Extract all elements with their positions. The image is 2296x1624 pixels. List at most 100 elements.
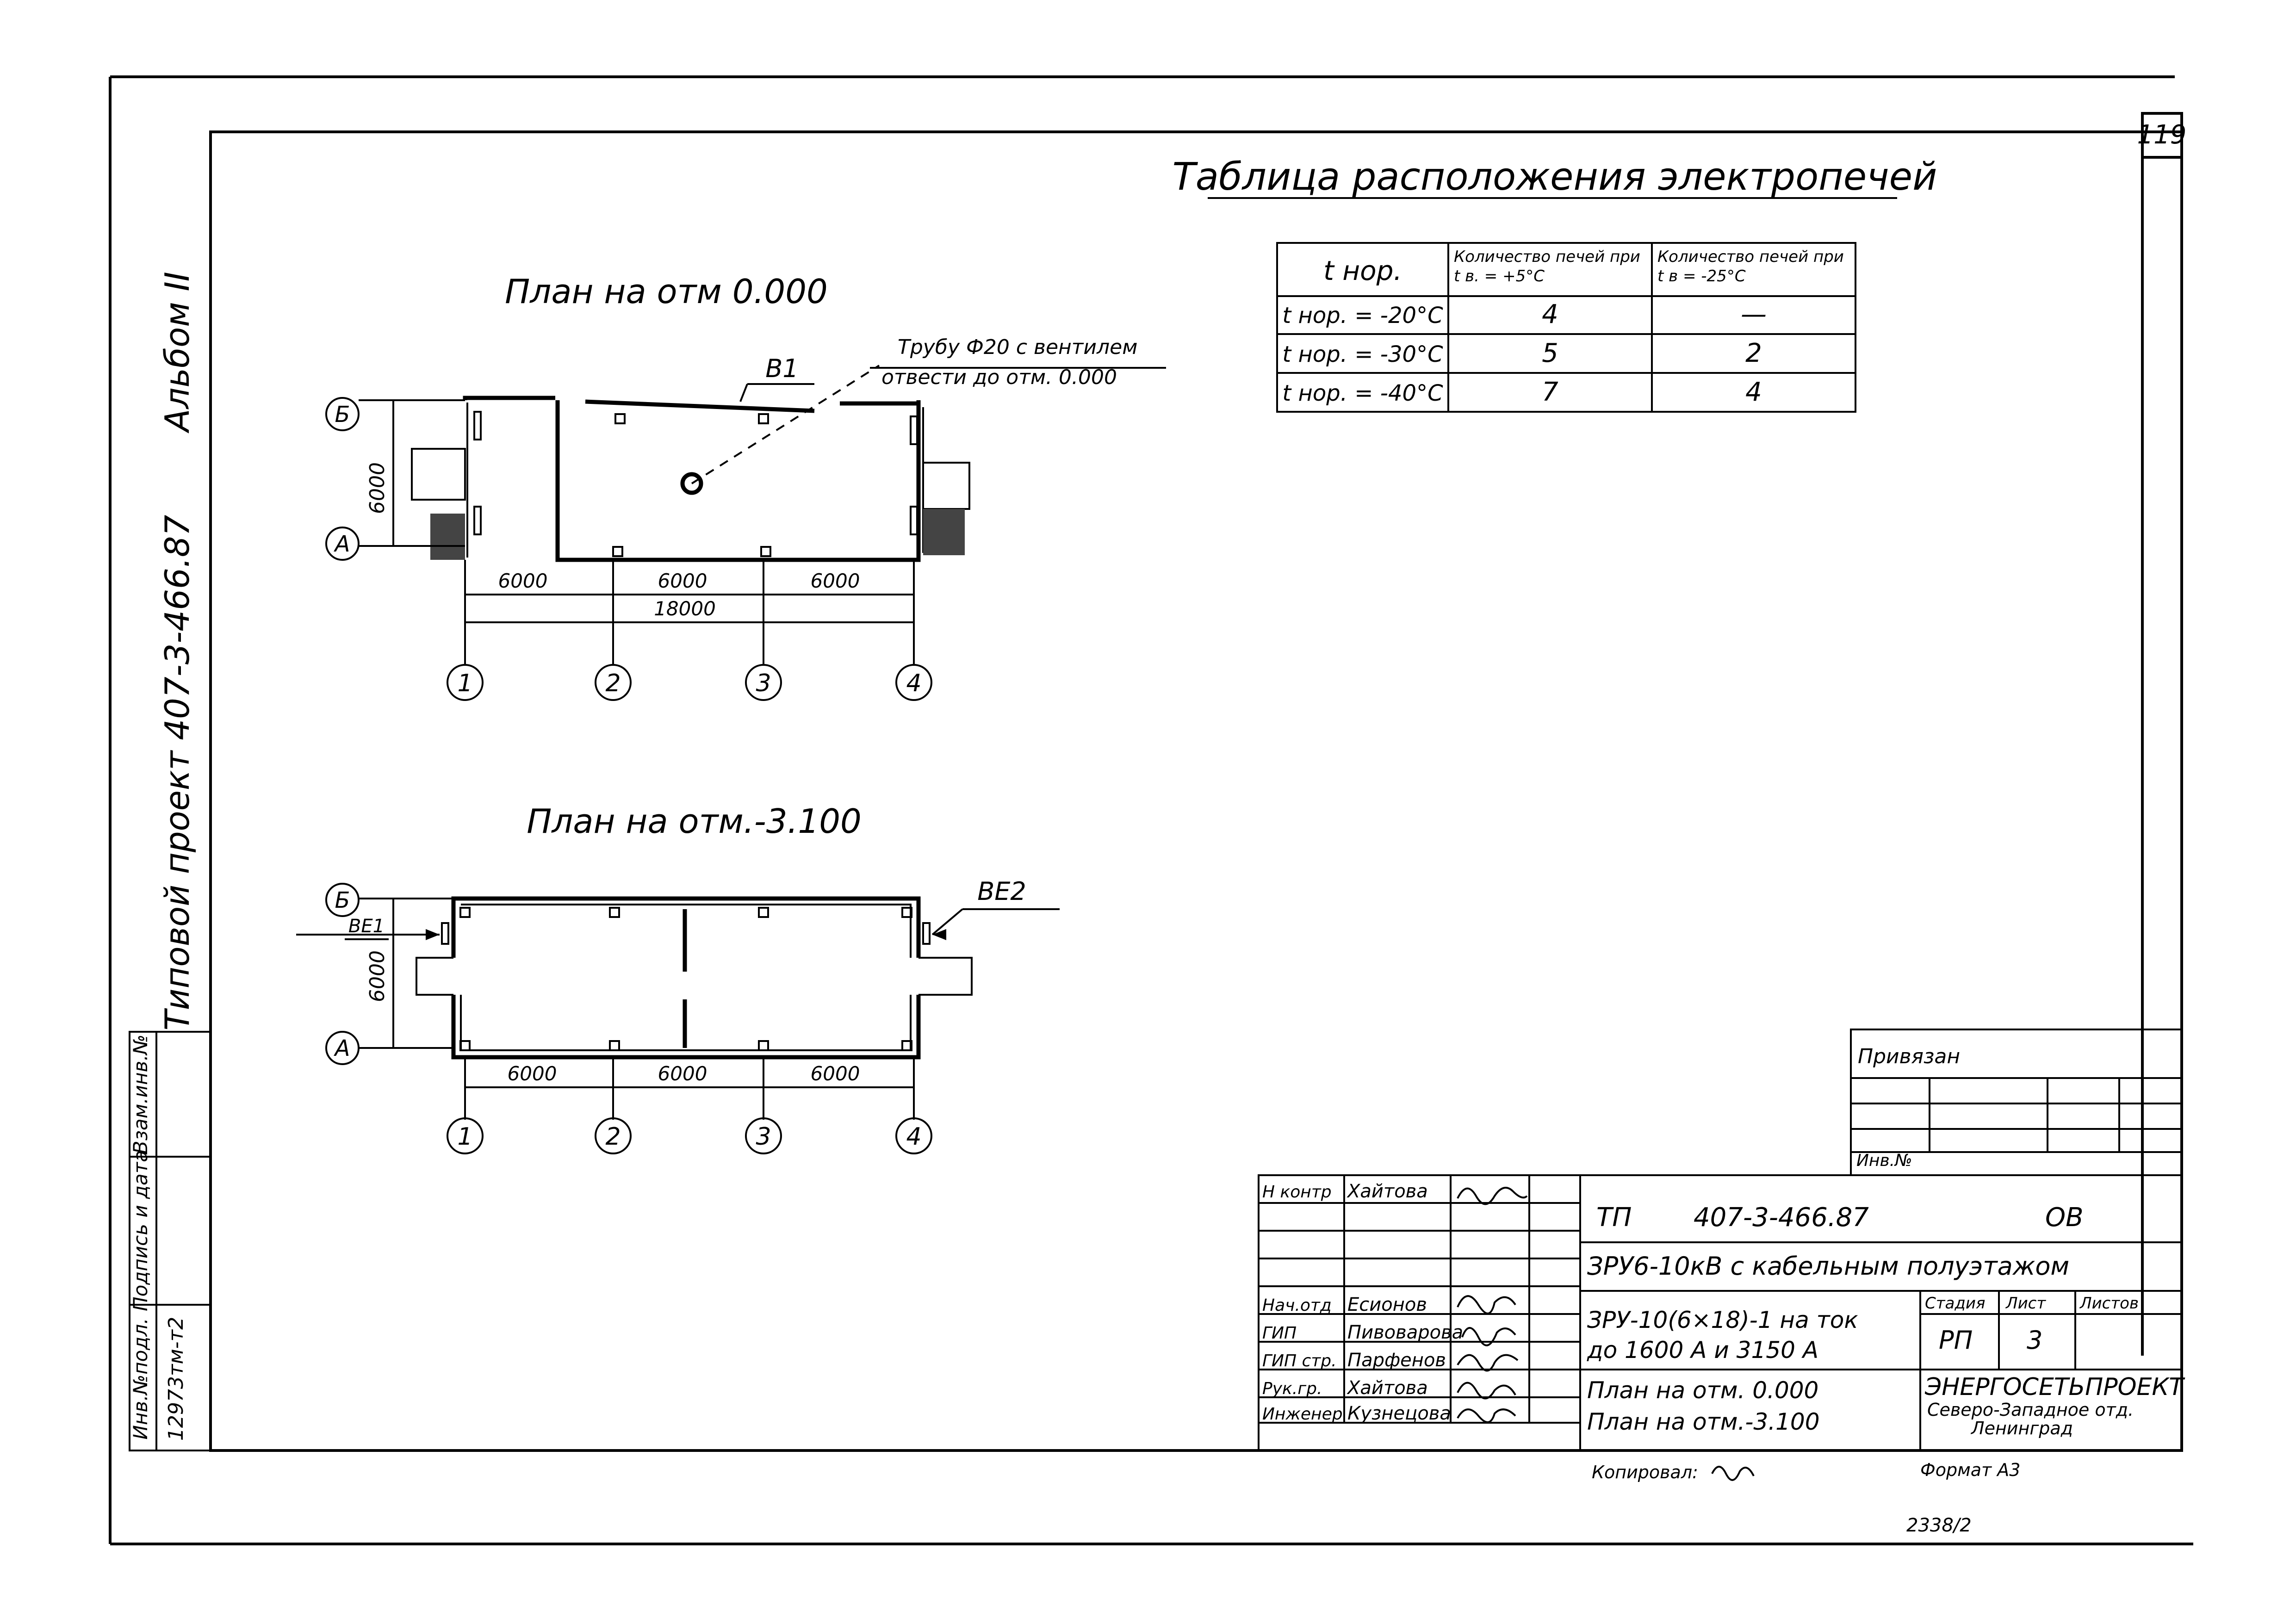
plan-top-vestibule-right — [922, 462, 970, 510]
plan-bottom-axis-b-bubble — [325, 883, 360, 917]
heater-row2-plus5: 5 — [1542, 338, 1558, 368]
signature-7 — [1457, 1354, 1519, 1372]
plan-bottom-axis-a-bubble — [325, 1031, 360, 1065]
heater-row3-plus5: 7 — [1542, 377, 1558, 407]
title-block-frame — [1258, 1174, 2183, 1451]
plan-top-pipe-note-1: Трубу Ф20 с вентилем — [898, 335, 1137, 359]
plan-top-dim-span-3: 6000 — [811, 570, 860, 592]
plan-top-drain-icon — [680, 472, 703, 495]
plan-bottom: План на отм.-3.100 ВЕ1 ВЕ2 Б А — [296, 802, 1060, 1154]
staff-role-6: ГИП — [1262, 1324, 1297, 1343]
plan-top-axis-3-label: 3 — [756, 669, 771, 697]
heater-table-header-col2: Количество печей при t в. = +5°С — [1454, 248, 1640, 285]
plan-top-door-mark-2 — [473, 506, 482, 535]
heater-row3-minus25: 4 — [1745, 377, 1762, 407]
staff-name-9: Кузнецова — [1347, 1403, 1451, 1424]
doc-prefix: ТП — [1596, 1203, 1632, 1233]
plan-top-axis-1-bubble — [447, 664, 484, 701]
plan-top-heater-4 — [758, 413, 769, 424]
plan-top-axis-a-bubble — [325, 527, 360, 561]
plan-top-axis-3-bubble — [745, 664, 782, 701]
doc-number: 407-3-466.87 — [1694, 1203, 1869, 1233]
object-name: ЗРУ6-10кВ с кабельным полуэтажом — [1587, 1252, 2069, 1281]
plan-top-axis-2-bubble — [595, 664, 632, 701]
plan-top-stair-left — [430, 514, 465, 560]
left-stamp-frame — [129, 1031, 211, 1451]
sheets-label: Листов — [2079, 1294, 2139, 1313]
heater-table-frame — [1276, 242, 1856, 413]
sheet-title-line-1: План на отм. 0.000 — [1587, 1377, 1818, 1404]
heater-table: Таблица расположения электропечей t нор.… — [1173, 155, 1937, 413]
heater-row1-temp: t нор. = -20°С — [1282, 303, 1443, 329]
plan-top-axis-a-label: А — [334, 531, 350, 557]
plan-top-vent-label: В1 — [765, 354, 798, 383]
staff-role-9: Инженер — [1262, 1405, 1343, 1424]
plan-top-axis-b-bubble — [325, 397, 360, 431]
copied-label: Копировал: — [1592, 1462, 1698, 1482]
plan-top-door-mark-1 — [473, 411, 482, 440]
plan-top-wall-top-left — [463, 396, 555, 400]
heater-row3-temp: t нор. = -40°С — [1282, 380, 1443, 406]
sheet-value: 3 — [2027, 1326, 2042, 1355]
plan-top-heater-2 — [760, 546, 771, 557]
plan-top-vestibule-left — [411, 448, 466, 501]
plan-top-dim-span-1: 6000 — [498, 570, 548, 592]
org-line-3: Ленинград — [1970, 1418, 2073, 1438]
plan-bottom-title: План на отм.-3.100 — [527, 802, 862, 841]
plan-bottom-wall-top-inner — [461, 904, 912, 958]
signature-1 — [1457, 1187, 1528, 1205]
left-stamp: Инв.№подл. Подпись и дата Взам.инв.№ 129… — [129, 1031, 211, 1451]
stamp-inv-value: 12973тм-т2 — [164, 1317, 188, 1441]
plan-bottom-axis-3-label: 3 — [756, 1123, 771, 1151]
plan-bottom-wall-top — [451, 896, 921, 958]
album-label: Альбом II — [158, 272, 197, 434]
plan-bottom-heater-7 — [459, 1040, 471, 1051]
plan-top-vent-leader — [739, 384, 748, 402]
plan-top-dim-span-2: 6000 — [658, 570, 707, 592]
staff-name-7: Парфенов — [1347, 1350, 1446, 1371]
stage-value: РП — [1939, 1326, 1973, 1355]
staff-role-1: Н контр — [1262, 1183, 1332, 1202]
plan-top-drain-leader — [691, 365, 880, 484]
plan-bottom-dim-span-3: 6000 — [811, 1062, 860, 1085]
heater-row1-plus5: 4 — [1542, 299, 1558, 329]
plan-bottom-axis-1-label: 1 — [457, 1123, 472, 1151]
plan-bottom-axis-2-bubble — [595, 1117, 632, 1154]
heater-row2-temp: t нор. = -30°С — [1282, 341, 1443, 367]
plan-bottom-axis-1-bubble — [447, 1117, 484, 1154]
plan-bottom-axis-b-label: Б — [335, 887, 350, 913]
heater-row1-minus25: — — [1741, 299, 1767, 329]
plan-top-dim-total: 18000 — [654, 597, 716, 620]
staff-name-8: Хайтова — [1347, 1377, 1428, 1399]
sheet-number: 119 — [2137, 120, 2187, 150]
privyazan-inv-label: Инв.№ — [1856, 1151, 1912, 1170]
heater-row2-minus25: 2 — [1745, 338, 1762, 368]
plan-bottom-vent-left-label: ВЕ1 — [348, 916, 385, 937]
plan-bottom-heater-6 — [901, 907, 912, 918]
plan-bottom-vent-left-arrowhead — [426, 929, 440, 940]
plan-bottom-axis-2-label: 2 — [605, 1123, 621, 1151]
plan-top-axis-4-bubble — [895, 664, 932, 701]
plan-bottom-axis-3-bubble — [745, 1117, 782, 1154]
plan-bottom-grille-right — [922, 922, 931, 945]
sheet-label: Лист — [2005, 1294, 2046, 1313]
plan-bottom-vestibule-left — [416, 957, 453, 996]
plan-bottom-axis-a-label: А — [334, 1035, 350, 1061]
inner-frame — [209, 130, 2183, 1452]
signature-8 — [1457, 1382, 1516, 1400]
plan-top-axis-b-label: Б — [335, 402, 350, 428]
plan-bottom-dim-span-2: 6000 — [658, 1062, 707, 1085]
signature-6 — [1461, 1327, 1516, 1346]
stamp-vzam-inv-label: Взам.инв.№ — [129, 1035, 152, 1154]
privyazan-block: Привязан Инв.№ — [1850, 1029, 2183, 1176]
sheet-title-line-2: План на отм.-3.100 — [1587, 1408, 1820, 1435]
staff-role-5: Нач.отд — [1262, 1296, 1332, 1315]
staff-name-6: Пивоварова — [1347, 1322, 1463, 1343]
plan-top-wall-bottom — [555, 400, 921, 562]
plan-bottom-grille-left — [441, 922, 449, 945]
doc-mark: ОВ — [2045, 1203, 2084, 1233]
plan-bottom-heater-8 — [901, 1040, 912, 1051]
org-line-1: ЭНЕРГОСЕТЬПРОЕКТ — [1924, 1373, 2185, 1401]
plan-bottom-vestibule-right — [918, 957, 973, 996]
